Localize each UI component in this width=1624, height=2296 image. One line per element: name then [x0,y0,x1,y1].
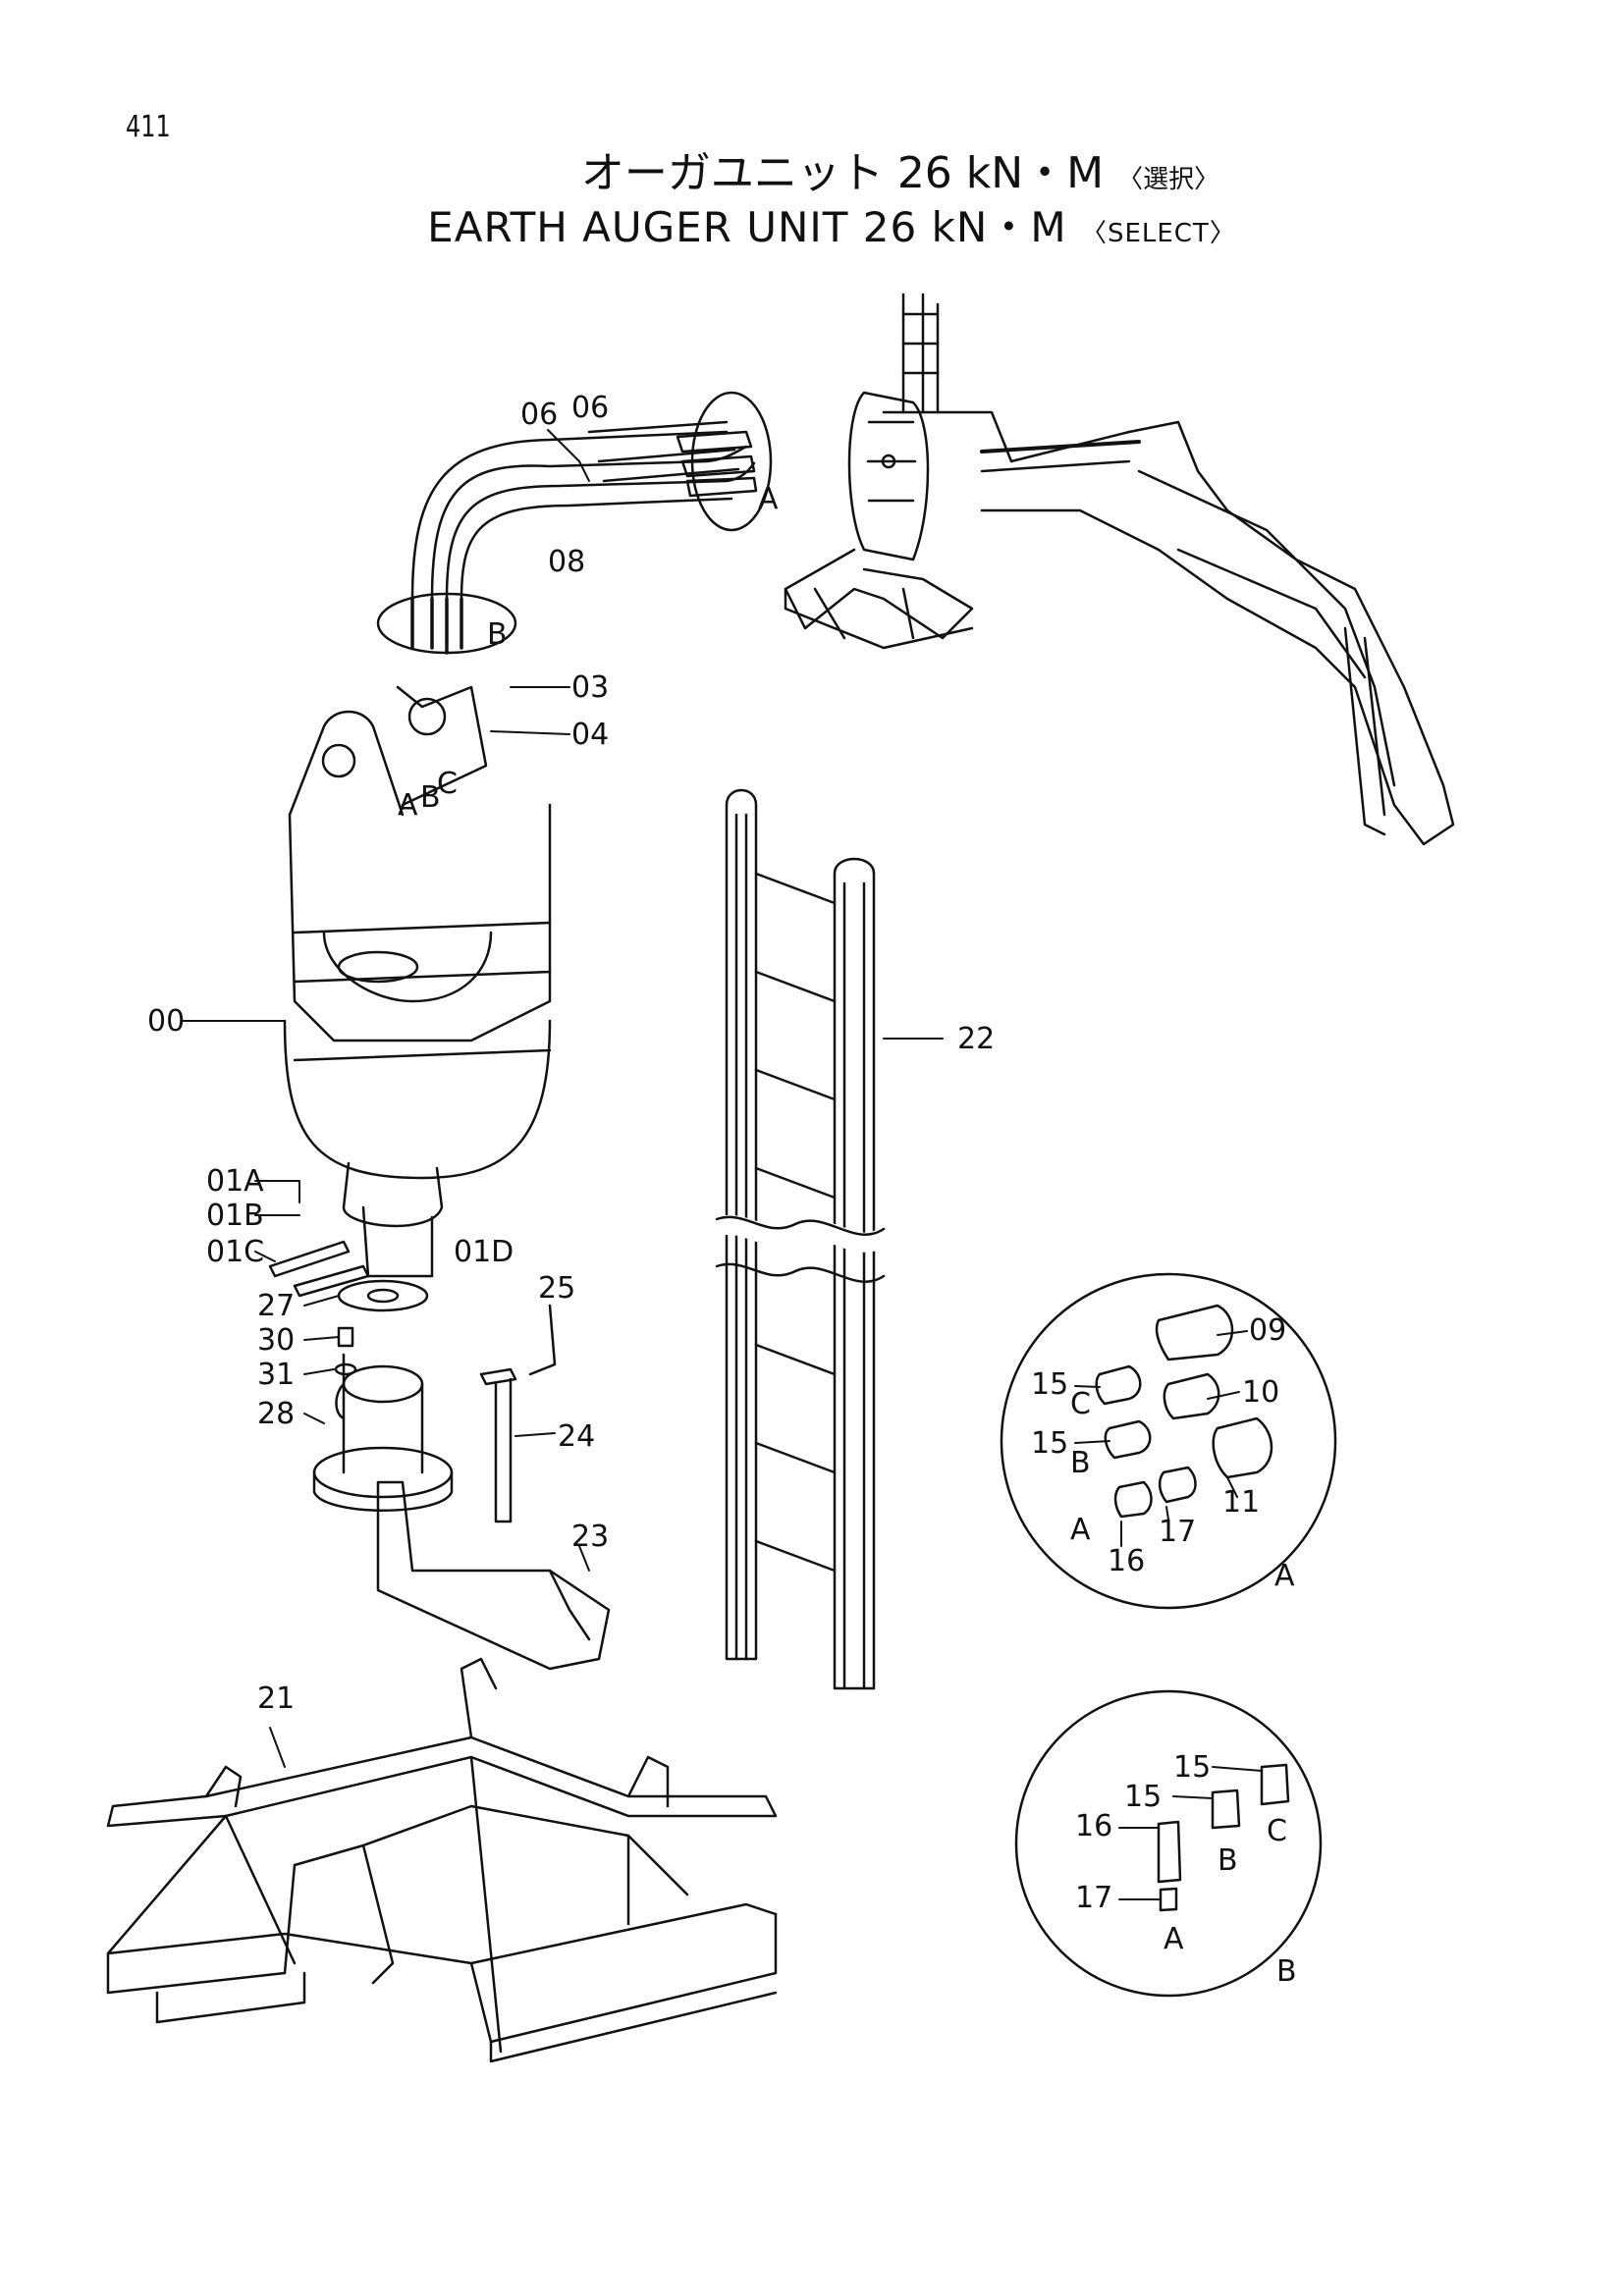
callout-15-c: 15 [1031,1367,1068,1402]
callout-04: 04 [571,718,609,752]
callout-24: 24 [558,1419,595,1454]
title-english-select: 〈SELECT〉 [1080,219,1236,248]
detail-b-letter-a: A [1164,1922,1184,1956]
title-japanese-select: 〈選択〉 [1117,165,1220,194]
leader-lines [181,429,1263,1900]
callout-01a: 01A [206,1164,264,1199]
title-english-main: EARTH AUGER UNIT 26 kN・M [427,203,1067,251]
callout-03: 03 [571,670,609,705]
callout-06-right: 06 [571,391,609,425]
callout-01d: 01D [454,1235,514,1269]
hose-detail-b-letter: B [487,617,508,652]
callout-21: 21 [257,1682,295,1716]
auger-drive-unit [283,685,552,1278]
callout-11: 11 [1222,1485,1260,1520]
title-japanese: オーガユニット 26 kN・M 〈選択〉 [88,137,1624,200]
detail-b-callout-15-top: 15 [1173,1750,1211,1785]
callout-28: 28 [257,1397,295,1431]
callout-10: 10 [1242,1375,1279,1410]
callout-31: 31 [257,1358,295,1392]
callout-16: 16 [1108,1544,1145,1578]
detail-a-letter-b: B [1070,1446,1091,1480]
ladder-22 [707,788,893,1690]
fasteners [268,1240,557,1523]
detail-b-callout-17: 17 [1075,1881,1112,1915]
callout-17: 17 [1159,1515,1196,1549]
frame-21 [106,1657,778,2063]
detail-a-letter-a: A [1070,1513,1091,1547]
callout-15-b: 15 [1031,1426,1068,1461]
detail-a-label: A [1274,1559,1295,1593]
callout-01b: 01B [206,1199,264,1233]
excavator-assembly-illustration [784,293,1455,846]
port-c-letter: C [437,767,458,801]
title-english: EARTH AUGER UNIT 26 kN・M 〈SELECT〉 [20,194,1624,254]
page-number: 411 [126,110,171,144]
detail-b-letter-c: C [1267,1814,1287,1848]
detail-b [1014,1689,1323,1998]
detail-b-callout-16: 16 [1075,1809,1112,1843]
callout-labels: 06 06 08 03 04 00 01A 01B 01C 01D 27 30 … [147,391,1297,1989]
callout-00: 00 [147,1004,185,1039]
callout-30: 30 [257,1323,295,1358]
callout-08: 08 [548,545,585,579]
detail-b-callout-15-mid: 15 [1124,1780,1162,1814]
bracket-23 [376,1480,611,1671]
port-b-letter: B [420,780,441,815]
callout-25: 25 [538,1271,575,1306]
callout-06-left: 06 [520,398,558,432]
title-japanese-main: オーガユニット 26 kN・M [580,148,1105,198]
hose-detail-a-letter: A [758,482,779,516]
callout-09: 09 [1249,1313,1286,1348]
detail-a-letter-c: C [1070,1387,1091,1421]
hydraulic-hoses [376,391,773,655]
detail-b-label: B [1276,1954,1297,1989]
callout-01c: 01C [206,1235,264,1269]
callout-22: 22 [957,1022,995,1056]
callout-23: 23 [571,1520,609,1554]
port-a-letter: A [398,788,418,823]
callout-27: 27 [257,1289,295,1323]
detail-a [1000,1272,1337,1610]
detail-b-letter-b: B [1218,1843,1238,1878]
